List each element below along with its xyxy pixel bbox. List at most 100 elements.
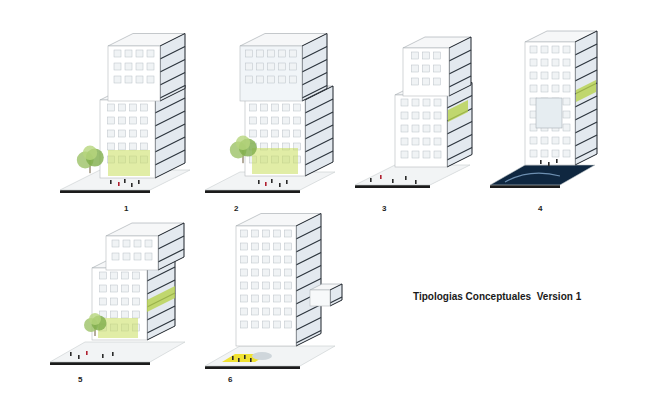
window	[130, 104, 137, 111]
window	[268, 63, 275, 70]
callout-number: 6	[228, 375, 232, 385]
window	[100, 285, 107, 292]
window	[552, 85, 559, 92]
window	[100, 298, 107, 305]
person	[556, 159, 558, 163]
window	[108, 104, 115, 111]
floor-slab	[155, 111, 185, 126]
window	[125, 76, 132, 83]
window	[145, 240, 152, 247]
window	[108, 130, 115, 137]
side-face	[575, 31, 597, 165]
floor-slab	[575, 109, 597, 120]
floor-slab	[575, 57, 597, 68]
window	[241, 256, 248, 263]
front-face	[240, 46, 302, 101]
side-face	[305, 86, 333, 176]
window	[257, 50, 264, 57]
window	[100, 272, 107, 279]
floor-slab	[302, 60, 327, 73]
front-face	[108, 46, 160, 101]
window	[122, 272, 129, 279]
front-face	[395, 95, 447, 167]
window	[552, 137, 559, 144]
front-face	[310, 290, 330, 306]
window	[241, 295, 248, 302]
window	[294, 130, 301, 137]
ground-edge	[205, 190, 300, 193]
window	[423, 151, 430, 158]
window	[285, 269, 292, 276]
floor-slab	[447, 135, 472, 148]
side-face	[296, 214, 321, 347]
floor-slab	[296, 253, 321, 266]
window	[263, 295, 270, 302]
window	[263, 256, 270, 263]
window	[252, 230, 259, 237]
window	[274, 256, 281, 263]
floor-slab	[330, 297, 342, 303]
floor-slab	[160, 73, 185, 86]
window	[274, 321, 281, 328]
person	[124, 179, 126, 183]
window	[252, 243, 259, 250]
window	[290, 76, 297, 83]
floor-slab	[305, 138, 333, 152]
window	[112, 240, 119, 247]
floor-slab	[575, 148, 597, 159]
person	[86, 351, 88, 355]
front-face	[525, 42, 575, 165]
green-panel	[252, 148, 298, 174]
window	[252, 256, 259, 263]
window	[114, 50, 121, 57]
window	[252, 269, 259, 276]
person	[286, 180, 288, 184]
green-panel	[108, 150, 150, 176]
window	[130, 143, 137, 150]
window	[108, 117, 115, 124]
window	[530, 46, 537, 53]
window	[563, 124, 570, 131]
window	[119, 130, 126, 137]
window	[263, 282, 270, 289]
person	[392, 179, 394, 183]
window	[283, 117, 290, 124]
window	[285, 295, 292, 302]
window	[283, 104, 290, 111]
floor-slab	[575, 135, 597, 146]
window	[241, 308, 248, 315]
floor-slab	[296, 227, 321, 240]
floor-slab	[449, 50, 471, 61]
plaza-circle	[252, 352, 272, 360]
window	[530, 59, 537, 66]
window	[141, 104, 148, 111]
ground-edge	[355, 185, 430, 188]
person	[279, 183, 281, 187]
window	[434, 151, 441, 158]
window	[268, 76, 275, 83]
window	[552, 59, 559, 66]
window	[272, 130, 279, 137]
window	[122, 285, 129, 292]
window	[133, 298, 140, 305]
window	[250, 130, 257, 137]
person	[118, 182, 120, 186]
window	[114, 63, 121, 70]
window	[412, 125, 419, 132]
floor-slab	[302, 73, 327, 86]
floor-slab	[296, 305, 321, 318]
window	[147, 63, 154, 70]
plaza-arc	[505, 173, 560, 182]
window	[412, 112, 419, 119]
person	[415, 180, 417, 184]
floor-slab	[447, 148, 472, 161]
tree-crown	[236, 136, 250, 150]
window	[130, 130, 137, 137]
window	[563, 137, 570, 144]
window	[423, 65, 430, 72]
window	[285, 308, 292, 315]
window	[250, 117, 257, 124]
window	[401, 125, 408, 132]
floor-slab	[158, 236, 184, 249]
side-face	[302, 34, 327, 102]
